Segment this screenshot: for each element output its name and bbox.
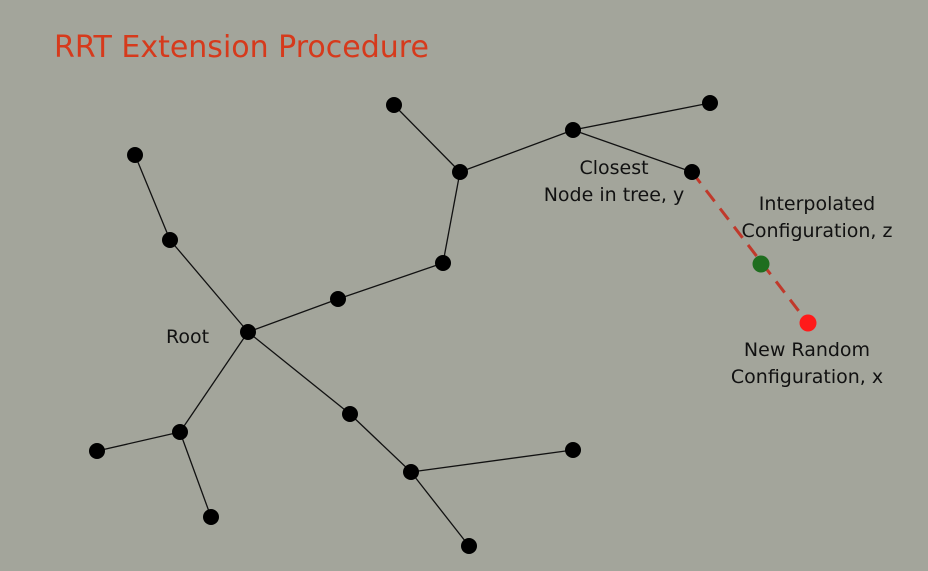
tree-node <box>330 291 346 307</box>
tree-node <box>162 232 178 248</box>
tree-node <box>172 424 188 440</box>
tree-node <box>461 538 477 554</box>
tree-edge <box>169 239 249 333</box>
tree-nodes <box>89 95 718 554</box>
interpolated-label-line2: Configuration, z <box>742 220 893 242</box>
tree-node <box>435 255 451 271</box>
tree-edge <box>410 471 470 547</box>
tree-edge <box>179 331 249 433</box>
slide-title: RRT Extension Procedure <box>54 30 429 65</box>
extension-edge <box>690 171 810 324</box>
tree-edge <box>349 413 412 473</box>
tree-edge <box>442 171 461 264</box>
tree-edge <box>459 129 574 173</box>
tree-node <box>452 164 468 180</box>
tree-node <box>565 122 581 138</box>
tree-edge <box>393 104 461 173</box>
interpolated-node <box>752 255 770 273</box>
tree-node <box>203 509 219 525</box>
tree-node <box>565 442 581 458</box>
tree-edge <box>179 431 212 518</box>
closest-label-line1: Closest <box>579 157 648 179</box>
tree-edge <box>134 154 171 241</box>
interpolated-label-line1: Interpolated <box>759 193 875 215</box>
root-node <box>240 324 256 340</box>
tree-node <box>386 97 402 113</box>
tree-node <box>127 147 143 163</box>
tree-edge <box>247 298 339 333</box>
random-node <box>799 314 817 332</box>
tree-node <box>702 95 718 111</box>
tree-edge <box>337 262 444 300</box>
random-label-line1: New Random <box>744 339 870 361</box>
tree-node <box>89 443 105 459</box>
tree-edge <box>247 331 351 415</box>
tree-edges <box>96 102 711 547</box>
tree-edge <box>410 449 574 473</box>
root-label: Root <box>166 326 209 348</box>
tree-edge <box>572 129 693 173</box>
tree-node <box>403 464 419 480</box>
tree-edge <box>96 431 181 452</box>
tree-edge <box>572 102 711 131</box>
closest-node <box>684 164 700 180</box>
closest-label-line2: Node in tree, y <box>544 184 685 206</box>
tree-node <box>342 406 358 422</box>
random-label-line2: Configuration, x <box>731 366 883 388</box>
